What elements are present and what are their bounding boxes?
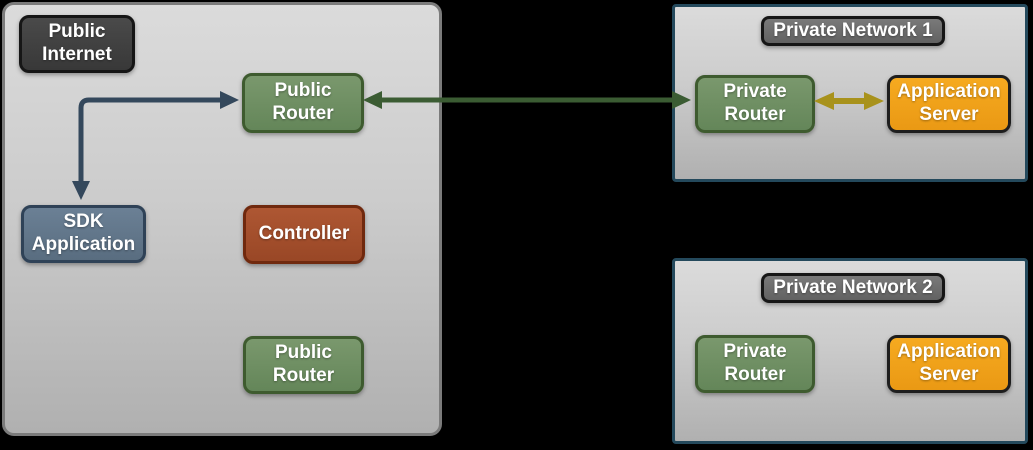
node-label: Controller [258,223,350,245]
private-network-2-label-badge: Private Network 2 [761,273,945,303]
node-label: Application Server [897,341,1001,385]
node-application-server-2: Application Server [887,335,1011,393]
node-controller: Controller [243,205,365,264]
private-network-1-label-badge: Private Network 1 [761,16,945,46]
public-internet-label-badge: Public Internet [19,15,135,73]
zone-label: Private Network 1 [773,19,933,41]
node-private-router-1: Private Router [695,75,815,133]
node-application-server-1: Application Server [887,75,1011,133]
zone-label: Public Internet [42,21,112,65]
node-label: SDK Application [31,211,136,255]
zone-label: Private Network 2 [773,276,933,298]
public-internet-zone: Public Internet Public Router SDK Applic… [2,2,442,436]
node-public-router-bottom: Public Router [243,336,364,394]
node-label: Public Router [272,80,334,124]
private-network-1-zone: Private Network 1 Private Router Applica… [672,4,1028,182]
private-network-2-zone: Private Network 2 Private Router Applica… [672,258,1028,444]
node-label: Application Server [897,81,1001,125]
node-sdk-application: SDK Application [21,205,146,263]
node-private-router-2: Private Router [695,335,815,393]
node-label: Private Router [723,341,787,385]
node-label: Private Router [723,81,787,125]
node-public-router-top: Public Router [242,73,364,133]
node-label: Public Router [272,342,335,386]
